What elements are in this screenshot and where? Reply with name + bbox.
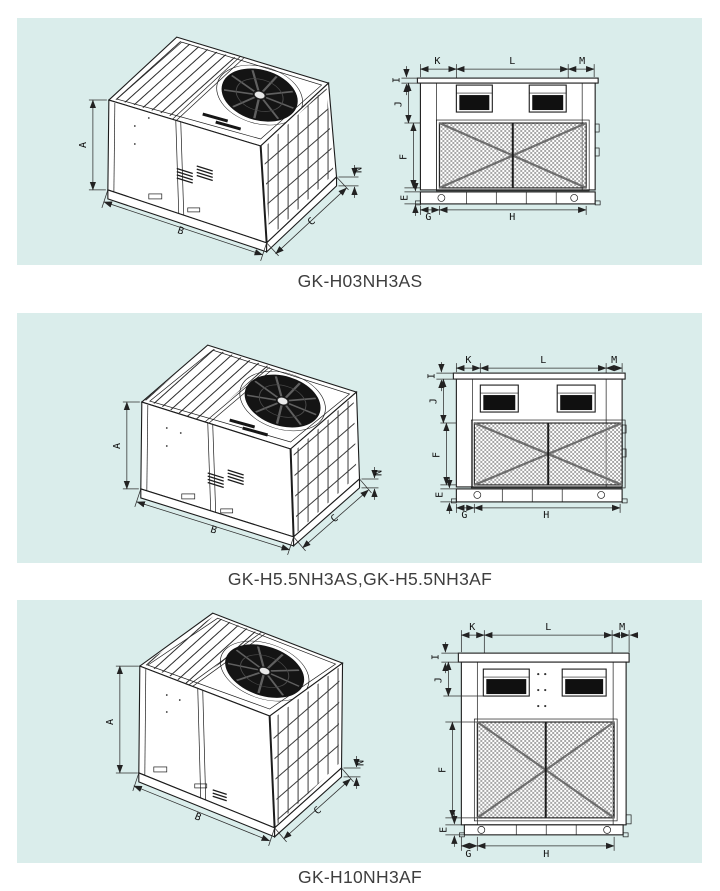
diagram-panel-3: A B C N xyxy=(17,600,702,863)
dim-label-j: J xyxy=(428,398,439,404)
top-cap xyxy=(452,372,626,380)
fan-icon xyxy=(219,640,310,702)
dim-label-c: C xyxy=(312,805,324,817)
dim-label-j: J xyxy=(393,101,404,107)
rigging-hole xyxy=(477,826,486,834)
dim-label-h: H xyxy=(543,849,549,860)
isometric-view: A B C N xyxy=(78,36,364,261)
dim-label-h: H xyxy=(509,212,515,223)
dim-label-i: I xyxy=(426,373,437,379)
front-view: K L M xyxy=(391,56,601,223)
air-louver xyxy=(482,668,530,697)
dim-label-f: F xyxy=(437,767,448,773)
dim-label-j: J xyxy=(433,677,444,683)
top-cap xyxy=(416,77,599,84)
dim-label-e: E xyxy=(399,195,410,201)
dim-label-g: G xyxy=(425,212,431,223)
base-frame xyxy=(463,824,624,836)
rigging-hole xyxy=(603,826,611,834)
dim-label-k: K xyxy=(469,622,475,633)
dimension-drawing-2: A B C N xyxy=(112,344,628,555)
rigging-hole xyxy=(437,194,446,202)
fan-icon xyxy=(216,64,303,126)
dim-label-k: K xyxy=(465,355,471,366)
dim-label-i: I xyxy=(391,77,402,83)
iso-dimensions: A B C N xyxy=(78,99,364,261)
fan-icon xyxy=(239,371,326,432)
dim-label-l: L xyxy=(540,355,546,366)
rigging-hole xyxy=(473,491,482,499)
dim-label-a: A xyxy=(112,443,123,449)
air-louver xyxy=(479,384,519,413)
iso-dimensions: A B C N xyxy=(105,665,366,846)
diagram-panel-2: A B C N xyxy=(17,313,702,563)
air-louver xyxy=(561,668,607,697)
dim-label-m: M xyxy=(619,622,625,633)
dim-label-g: G xyxy=(461,510,467,521)
iso-dimensions: A B C N xyxy=(112,401,384,555)
dim-label-n: N xyxy=(353,167,364,173)
top-cap xyxy=(457,652,630,663)
roof-slots xyxy=(229,418,269,437)
front-view: K L M xyxy=(430,622,639,860)
dim-label-e: E xyxy=(438,827,449,833)
dim-label-a: A xyxy=(105,719,116,725)
door-louver-grid xyxy=(207,469,244,489)
isometric-view: A B C N xyxy=(112,344,384,555)
dim-label-b: B xyxy=(176,225,185,237)
dimension-drawing-3: A B C N xyxy=(105,612,639,860)
dim-label-e: E xyxy=(434,492,445,498)
rigging-hole xyxy=(570,194,579,202)
isometric-view: A B C N xyxy=(105,612,366,846)
dim-label-m: M xyxy=(579,56,585,67)
dim-label-l: L xyxy=(509,56,515,67)
air-louver xyxy=(528,84,567,113)
roof-slots xyxy=(202,112,242,131)
dim-label-n: N xyxy=(373,470,384,476)
dimension-drawing-1: A B C N xyxy=(78,36,601,261)
dim-label-h: H xyxy=(543,510,549,521)
model-caption-2: GK-H5.5NH3AS,GK-H5.5NH3AF xyxy=(227,569,493,589)
diagram-panel-1: A B C N xyxy=(17,18,702,265)
dim-label-f: F xyxy=(398,154,409,160)
base-frame xyxy=(419,191,596,205)
dim-label-l: L xyxy=(545,622,551,633)
model-caption-1: GK-H03NH3AS xyxy=(297,271,423,291)
dim-label-n: N xyxy=(355,760,366,766)
base-frame xyxy=(455,488,623,503)
dim-label-a: A xyxy=(78,142,89,148)
dim-label-g: G xyxy=(465,849,471,860)
dim-label-b: B xyxy=(209,524,218,536)
front-view: K L M xyxy=(426,355,628,521)
dim-label-k: K xyxy=(434,56,440,67)
dim-label-i: I xyxy=(430,654,441,660)
dim-label-c: C xyxy=(329,513,341,525)
dim-label-f: F xyxy=(431,452,442,458)
dim-label-m: M xyxy=(611,355,617,366)
air-louver xyxy=(556,384,596,413)
dim-label-c: C xyxy=(306,216,318,228)
rigging-hole xyxy=(597,491,605,499)
model-caption-3: GK-H10NH3AF xyxy=(298,867,422,887)
dim-label-b: B xyxy=(193,811,203,823)
air-louver xyxy=(455,84,493,113)
door-louver-grid xyxy=(176,165,213,184)
